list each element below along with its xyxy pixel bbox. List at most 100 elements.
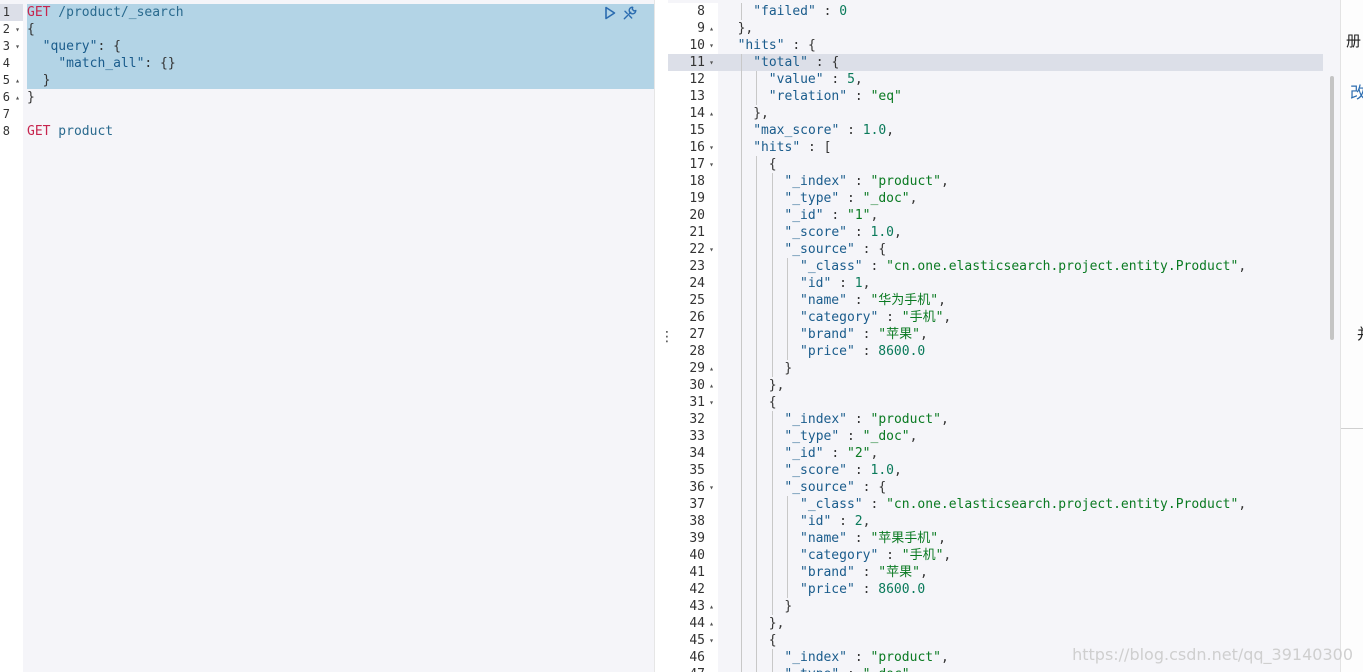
- code-line: "relation" : "eq": [718, 88, 1340, 105]
- code-token: ,: [940, 174, 949, 189]
- response-code[interactable]: "failed" : 0},"hits" : {"total" : {"valu…: [718, 3, 1340, 672]
- fold-arrow-down-icon[interactable]: ▾: [15, 42, 20, 51]
- code-token: "_class": [800, 497, 863, 512]
- line-number-label: 42: [689, 582, 705, 597]
- line-number-label: 40: [689, 548, 705, 563]
- code-token: {: [768, 633, 777, 648]
- fold-arrow-down-icon[interactable]: ▾: [709, 636, 714, 645]
- fold-arrow-up-icon[interactable]: ▴: [709, 109, 714, 118]
- scrollbar-thumb[interactable]: [1330, 76, 1334, 340]
- pane-splitter[interactable]: ⋮: [654, 0, 674, 672]
- line-number: 46: [668, 649, 718, 666]
- line-number-label: 11: [689, 55, 705, 70]
- fold-arrow-up-icon[interactable]: ▴: [15, 93, 20, 102]
- code-token: ,: [1238, 259, 1247, 274]
- code-token: :: [847, 463, 871, 478]
- fold-arrow-up-icon[interactable]: ▴: [709, 381, 714, 390]
- code-token: :: [854, 344, 879, 359]
- line-number: 39: [668, 530, 718, 547]
- fold-arrow-up-icon[interactable]: ▴: [709, 602, 714, 611]
- line-number-label: 39: [689, 531, 705, 546]
- fold-arrow-down-icon[interactable]: ▾: [709, 41, 714, 50]
- line-number-label: 37: [689, 497, 705, 512]
- code-token: "id": [800, 514, 832, 529]
- fold-arrow-down-icon[interactable]: ▾: [709, 58, 714, 67]
- line-number-label: 5: [2, 73, 10, 87]
- code-line: "_index" : "product",: [718, 173, 1340, 190]
- code-token: {: [768, 395, 777, 410]
- line-number-label: 36: [689, 480, 705, 495]
- code-token: product: [50, 124, 114, 139]
- play-icon[interactable]: [604, 6, 616, 20]
- fold-arrow-down-icon[interactable]: ▾: [709, 483, 714, 492]
- line-number-label: 44: [689, 616, 705, 631]
- page-link-fragment[interactable]: 改: [1350, 79, 1363, 103]
- code-token: : [: [800, 140, 832, 155]
- code-token: "_type": [784, 429, 840, 444]
- active-line-highlight: [718, 54, 1323, 71]
- fold-arrow-up-icon[interactable]: ▴: [709, 619, 714, 628]
- code-token: "product": [870, 174, 941, 189]
- fold-arrow-down-icon[interactable]: ▾: [709, 398, 714, 407]
- code-token: : {: [97, 39, 121, 54]
- code-token: : {: [807, 55, 840, 70]
- line-number: 12: [668, 71, 718, 88]
- code-line: "value" : 5,: [718, 71, 1340, 88]
- code-token: "failed": [753, 4, 816, 19]
- code-token: "苹果": [878, 327, 920, 342]
- fold-arrow-down-icon[interactable]: ▾: [709, 143, 714, 152]
- code-token: :: [847, 174, 871, 189]
- code-token: :: [847, 225, 871, 240]
- code-line: {: [718, 156, 1340, 173]
- code-line: }: [23, 72, 654, 89]
- line-number: 15: [668, 122, 718, 139]
- code-token: :: [862, 259, 887, 274]
- fold-arrow-down-icon[interactable]: ▾: [709, 245, 714, 254]
- page-text-fragment: 册: [1346, 32, 1362, 50]
- fold-arrow-up-icon[interactable]: ▴: [15, 76, 20, 85]
- line-number-label: 46: [689, 650, 705, 665]
- code-line: "query": {: [23, 38, 654, 55]
- code-token: ,: [893, 463, 902, 478]
- line-number-label: 14: [689, 106, 705, 121]
- code-token: :: [823, 208, 848, 223]
- code-token: :: [839, 667, 862, 672]
- code-token: 8600.0: [878, 582, 926, 597]
- line-number: 5▴: [0, 72, 23, 89]
- fold-arrow-down-icon[interactable]: ▾: [709, 160, 714, 169]
- line-number: 31▾: [668, 394, 718, 411]
- fold-arrow-up-icon[interactable]: ▴: [709, 364, 714, 373]
- code-line: },: [718, 105, 1340, 122]
- code-token: ,: [1238, 497, 1247, 512]
- code-line: "_type" : "_doc",: [718, 666, 1340, 672]
- code-line: "_score" : 1.0,: [718, 462, 1340, 479]
- code-token: :: [878, 310, 902, 325]
- code-line: }: [23, 89, 654, 106]
- code-token: "_score": [784, 225, 848, 240]
- fold-arrow-up-icon[interactable]: ▴: [709, 24, 714, 33]
- code-token: "max_score": [753, 123, 840, 138]
- request-code[interactable]: GET /product/_search{ "query": { "match_…: [23, 4, 654, 672]
- code-token: "_source": [784, 242, 855, 257]
- line-number-label: 12: [689, 72, 705, 87]
- code-token: "hits": [737, 38, 785, 53]
- line-number-label: 6: [2, 90, 10, 104]
- code-token: : {}: [144, 56, 176, 71]
- code-token: :: [823, 446, 848, 461]
- code-token: "苹果": [878, 565, 920, 580]
- indent-guide: [787, 258, 789, 360]
- fold-arrow-down-icon[interactable]: ▾: [15, 25, 20, 34]
- code-token: :: [847, 650, 871, 665]
- code-line: {: [718, 394, 1340, 411]
- wrench-icon[interactable]: [622, 5, 638, 21]
- code-line: },: [718, 20, 1340, 37]
- line-number: 41: [668, 564, 718, 581]
- line-number: 23: [668, 258, 718, 275]
- code-token: "total": [753, 55, 808, 70]
- code-token: "category": [800, 548, 879, 563]
- line-number-label: 15: [689, 123, 705, 138]
- code-token: "name": [800, 293, 847, 308]
